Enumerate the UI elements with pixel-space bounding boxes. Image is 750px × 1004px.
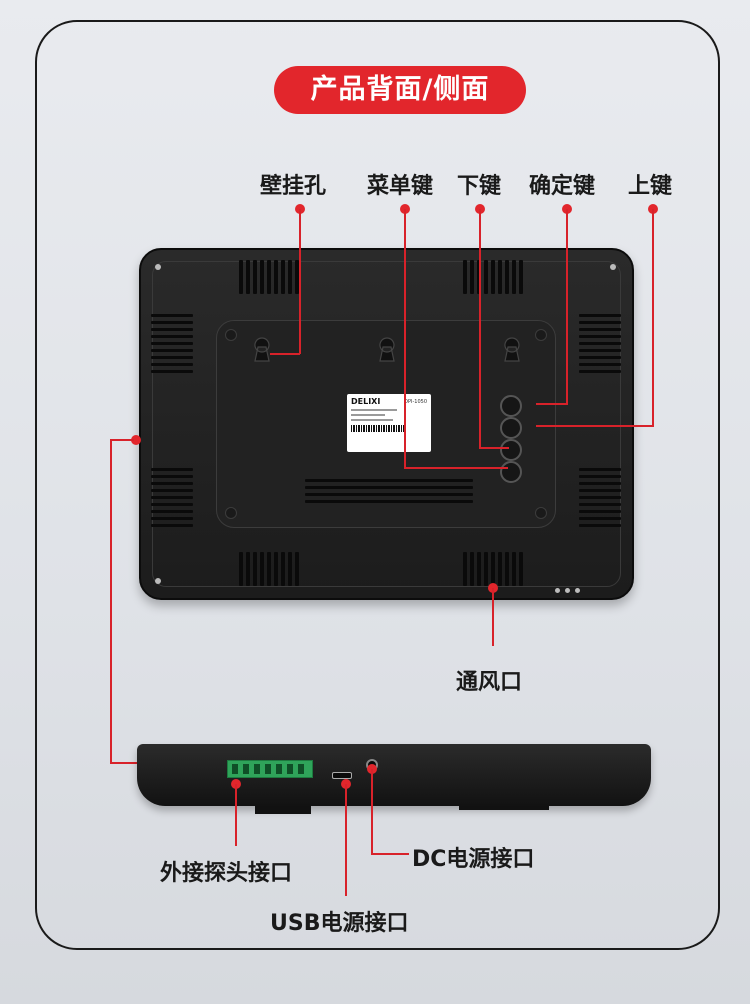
sticker-text-line <box>351 419 393 421</box>
panel-screw <box>225 329 237 341</box>
vent-right-upper <box>579 314 621 380</box>
label-down-key: 下键 <box>457 174 502 199</box>
indicator-dot <box>575 588 580 593</box>
leader-line <box>536 403 568 405</box>
indicator-dot <box>555 588 560 593</box>
outer-frame <box>35 20 720 950</box>
sticker-brand: DELIXI <box>351 397 381 406</box>
confirm-key-button[interactable] <box>500 417 522 439</box>
label-menu-key: 菜单键 <box>367 174 434 199</box>
corner-screw <box>610 264 616 270</box>
panel-screw <box>535 329 547 341</box>
up-key-button[interactable] <box>500 395 522 417</box>
label-wall-hole: 壁挂孔 <box>260 174 327 199</box>
label-confirm-key: 确定键 <box>529 174 596 199</box>
leader-line <box>110 439 112 763</box>
label-vent: 通风口 <box>456 670 523 695</box>
vent-left-upper <box>151 314 193 380</box>
leader-line <box>345 784 347 896</box>
label-usb-port: USB电源接口 <box>270 911 409 936</box>
side-foot <box>255 806 311 814</box>
section-title: 产品背面/侧面 <box>274 66 526 114</box>
label-up-key: 上键 <box>628 174 673 199</box>
leader-line <box>235 784 237 846</box>
leader-line <box>566 209 568 405</box>
panel-screw <box>225 507 237 519</box>
wall-hole-icon <box>504 337 520 362</box>
leader-line <box>371 853 409 855</box>
leader-line <box>536 425 654 427</box>
leader-line <box>404 209 406 469</box>
vent-bottom-left <box>239 552 309 586</box>
probe-terminal-block[interactable] <box>227 760 313 778</box>
panel-screw <box>535 507 547 519</box>
leader-line <box>371 769 373 855</box>
vent-top-left <box>239 260 309 294</box>
menu-key-button[interactable] <box>500 461 522 483</box>
leader-line <box>404 467 508 469</box>
device-back: DELIXI DPI-1050 <box>139 248 634 600</box>
corner-screw <box>155 578 161 584</box>
vent-bottom-right <box>463 552 533 586</box>
vent-top-right <box>463 260 533 294</box>
leader-line <box>479 447 509 449</box>
device-back-inner-border <box>152 261 621 587</box>
leader-line <box>652 209 654 427</box>
vent-left-lower <box>151 468 193 534</box>
sticker-text-line <box>351 414 386 416</box>
barcode <box>351 425 405 432</box>
product-label-sticker: DELIXI DPI-1050 <box>347 394 431 452</box>
side-foot <box>459 806 549 810</box>
indicator-dot <box>565 588 570 593</box>
leader-line <box>479 209 481 449</box>
down-key-button[interactable] <box>500 439 522 461</box>
leader-line <box>299 209 301 354</box>
label-probe-port: 外接探头接口 <box>160 861 293 886</box>
wall-hole-icon <box>379 337 395 362</box>
sticker-model: DPI-1050 <box>404 399 427 405</box>
label-dc-port: DC电源接口 <box>412 847 535 872</box>
leader-line <box>110 762 138 764</box>
corner-screw <box>155 264 161 270</box>
sticker-text-line <box>351 409 397 411</box>
vent-center <box>305 479 473 507</box>
device-side <box>137 744 651 814</box>
wall-hole-icon <box>254 337 270 362</box>
leader-line <box>492 588 494 646</box>
marker-dot <box>131 435 141 445</box>
vent-right-lower <box>579 468 621 534</box>
leader-line <box>270 353 300 355</box>
usb-port[interactable] <box>332 772 352 779</box>
leader-line <box>110 439 134 441</box>
